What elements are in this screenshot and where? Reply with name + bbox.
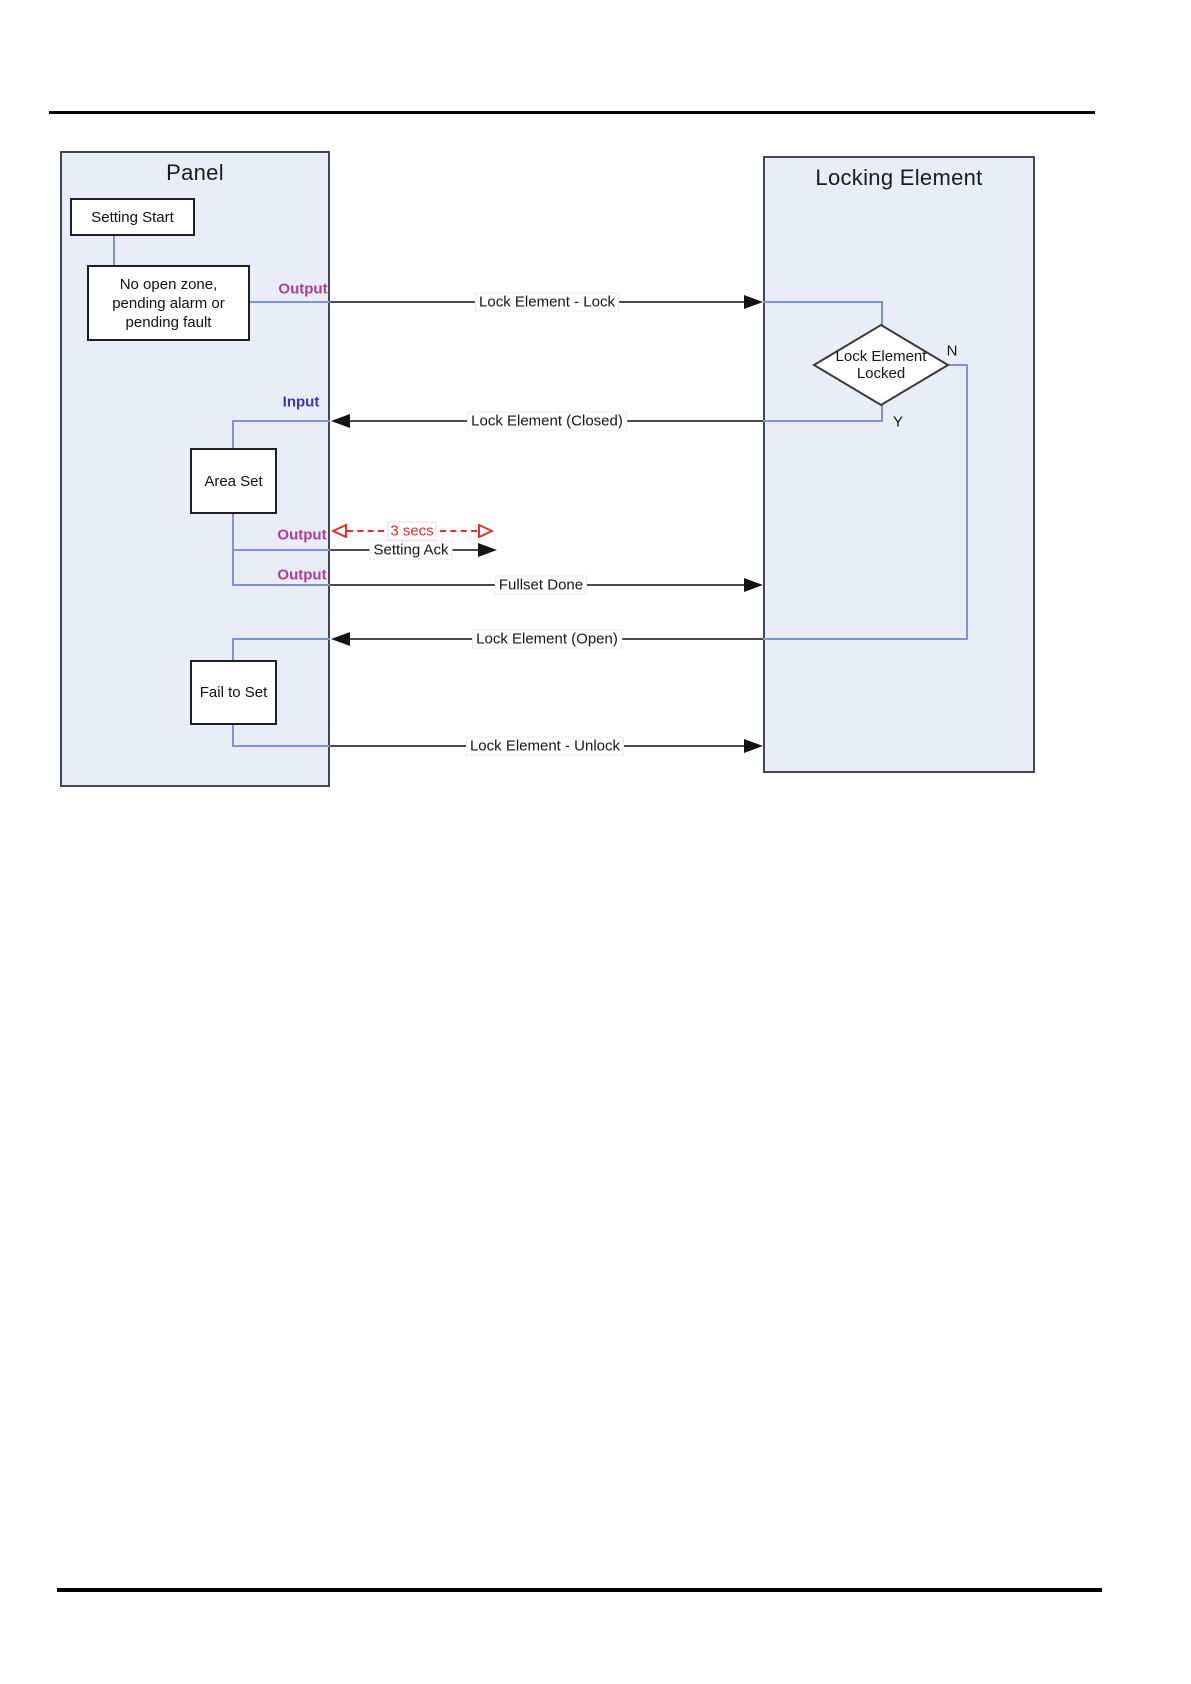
timer-arrow-left-icon <box>331 524 347 538</box>
connector-no-h2 <box>763 638 968 640</box>
connector-input-h <box>232 420 330 422</box>
branch-no-label: N <box>946 342 958 360</box>
decision-label: Lock Element Locked <box>812 323 950 407</box>
message-label-unlock: Lock Element - Unlock <box>465 736 625 756</box>
connector-no-v <box>966 364 968 640</box>
arrowhead-right-fullset-done-icon <box>744 578 763 592</box>
port-label-output-lock: Output <box>278 280 328 298</box>
message-label-setting-ack: Setting Ack <box>369 540 453 560</box>
setting-start-label: Setting Start <box>91 208 174 226</box>
timer-arrow-right-icon <box>478 524 494 538</box>
setting-start-node: Setting Start <box>70 198 195 236</box>
message-label-lock: Lock Element - Lock <box>475 292 619 312</box>
arrowhead-right-unlock-icon <box>744 739 763 753</box>
connector-open-v <box>232 638 234 661</box>
connector-zone-output <box>250 301 330 303</box>
connector-yes-v <box>881 404 883 422</box>
arrowhead-left-open-icon <box>331 632 350 646</box>
port-label-output-ack: Output <box>277 526 327 544</box>
connector-input-v <box>232 420 234 448</box>
area-set-node: Area Set <box>190 448 277 514</box>
connector-lock-in-h <box>763 301 883 303</box>
lock-element-locked-decision: Lock Element Locked <box>812 323 950 407</box>
no-open-zone-line1: No open zone, <box>119 275 218 293</box>
connector-fullset-h <box>232 584 330 586</box>
bottom-rule <box>57 1588 1102 1592</box>
port-label-output-fullset: Output <box>277 566 327 584</box>
decision-label-line1: Lock Element <box>835 348 927 365</box>
top-rule <box>49 111 1095 114</box>
no-open-zone-line2: pending alarm or <box>112 294 225 312</box>
area-set-label: Area Set <box>204 472 263 490</box>
timer-label: 3 secs <box>387 521 437 541</box>
connector-failset-down <box>232 725 234 747</box>
connector-no-h1 <box>948 364 968 366</box>
connector-start-to-zone <box>113 236 115 265</box>
connector-yes-h <box>763 420 883 422</box>
port-label-input-closed: Input <box>282 393 320 411</box>
arrowhead-right-setting-ack-icon <box>478 543 497 557</box>
connector-ack-h <box>232 549 330 551</box>
fail-to-set-node: Fail to Set <box>190 660 277 725</box>
message-label-closed: Lock Element (Closed) <box>467 411 627 431</box>
arrowhead-left-closed-icon <box>331 414 350 428</box>
locking-element-lane-title: Locking Element <box>815 165 983 190</box>
branch-yes-label: Y <box>892 413 904 431</box>
connector-lock-in-v <box>881 301 883 326</box>
arrowhead-right-lock-icon <box>744 295 763 309</box>
locking-element-lane: Locking Element <box>763 156 1035 773</box>
no-open-zone-line3: pending fault <box>125 313 212 331</box>
decision-label-line2: Locked <box>856 365 906 382</box>
decision-diamond-shape-icon <box>812 323 950 407</box>
connector-unlock-h <box>232 745 330 747</box>
message-label-open: Lock Element (Open) <box>472 629 622 649</box>
fail-to-set-label: Fail to Set <box>199 684 268 701</box>
no-open-zone-node: No open zone, pending alarm or pending f… <box>87 265 250 341</box>
message-label-fullset-done: Fullset Done <box>494 575 588 595</box>
connector-open-h <box>232 638 330 640</box>
panel-lane-title: Panel <box>166 160 224 185</box>
